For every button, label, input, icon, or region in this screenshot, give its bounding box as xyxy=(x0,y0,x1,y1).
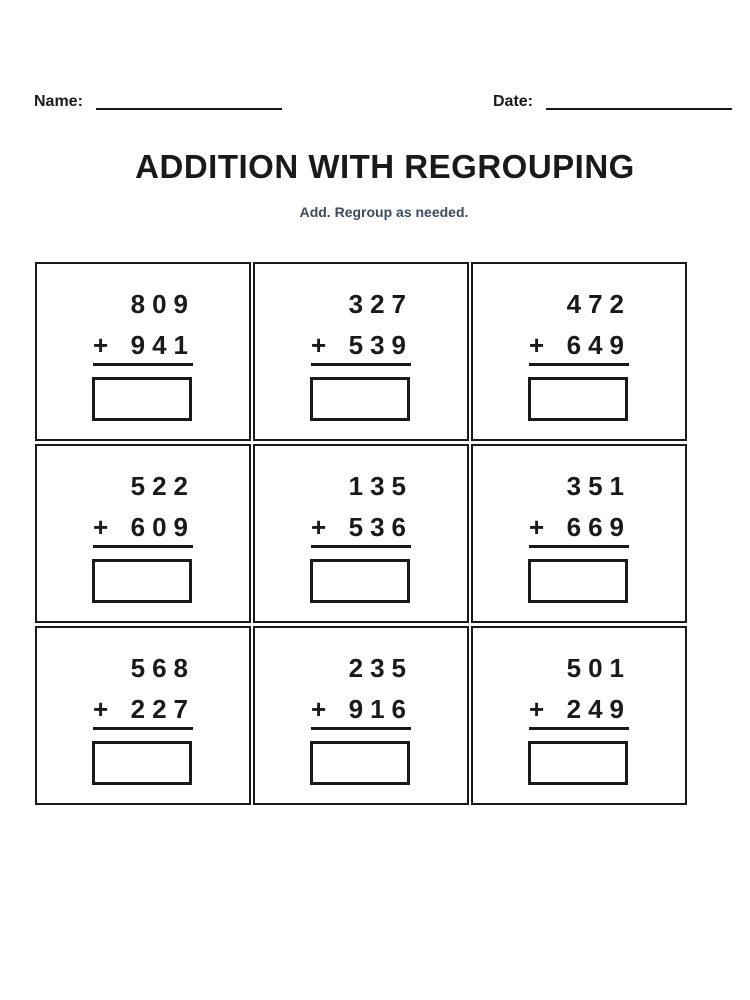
worksheet-title: ADDITION WITH REGROUPING xyxy=(135,148,635,185)
answer-box[interactable] xyxy=(528,377,628,421)
addend-top: 809 xyxy=(130,289,195,319)
date-blank-line[interactable] xyxy=(546,108,733,110)
problem-cell: 135 + 536 xyxy=(253,444,469,623)
answer-box[interactable] xyxy=(92,559,192,603)
plus-sign: + xyxy=(93,512,109,542)
plus-sign: + xyxy=(529,694,545,724)
addend-bottom: 941 xyxy=(130,330,195,360)
plus-sign: + xyxy=(93,330,109,360)
name-label: Name: xyxy=(34,93,83,110)
addend-top: 327 xyxy=(348,289,413,319)
sum-rule xyxy=(529,727,629,730)
addend-bottom: 539 xyxy=(348,330,413,360)
worksheet-instructions: Add. Regroup as needed. xyxy=(299,204,469,220)
answer-box[interactable] xyxy=(310,559,410,603)
problem-grid: 809 + 941 327 + 539 472 + 649 522 + 609 … xyxy=(35,262,687,805)
date-field: Date: xyxy=(493,92,733,112)
answer-box[interactable] xyxy=(92,741,192,785)
addend-bottom: 609 xyxy=(130,512,195,542)
sum-rule xyxy=(93,545,193,548)
addend-bottom: 649 xyxy=(566,330,631,360)
sum-rule xyxy=(529,363,629,366)
plus-sign: + xyxy=(311,512,327,542)
answer-box[interactable] xyxy=(310,741,410,785)
problem-cell: 568 + 227 xyxy=(35,626,251,805)
sum-rule xyxy=(93,363,193,366)
problem-cell: 235 + 916 xyxy=(253,626,469,805)
plus-sign: + xyxy=(529,512,545,542)
addend-top: 472 xyxy=(566,289,631,319)
answer-box[interactable] xyxy=(528,559,628,603)
plus-sign: + xyxy=(311,694,327,724)
addend-top: 568 xyxy=(130,653,195,683)
problem-cell: 327 + 539 xyxy=(253,262,469,441)
sum-rule xyxy=(311,727,411,730)
sum-rule xyxy=(93,727,193,730)
addend-top: 235 xyxy=(348,653,413,683)
sum-rule xyxy=(311,363,411,366)
addend-top: 135 xyxy=(348,471,413,501)
sum-rule xyxy=(529,545,629,548)
addend-bottom: 536 xyxy=(348,512,413,542)
addend-bottom: 227 xyxy=(130,694,195,724)
answer-box[interactable] xyxy=(92,377,192,421)
problem-cell: 809 + 941 xyxy=(35,262,251,441)
plus-sign: + xyxy=(529,330,545,360)
addend-top: 351 xyxy=(566,471,631,501)
addend-bottom: 249 xyxy=(566,694,631,724)
header-fields: Name: Date: xyxy=(34,92,738,116)
answer-box[interactable] xyxy=(310,377,410,421)
addend-bottom: 916 xyxy=(348,694,413,724)
addend-top: 501 xyxy=(566,653,631,683)
answer-box[interactable] xyxy=(528,741,628,785)
addend-top: 522 xyxy=(130,471,195,501)
name-blank-line[interactable] xyxy=(95,108,282,110)
problem-cell: 522 + 609 xyxy=(35,444,251,623)
plus-sign: + xyxy=(93,694,109,724)
plus-sign: + xyxy=(311,330,327,360)
sum-rule xyxy=(311,545,411,548)
problem-cell: 501 + 249 xyxy=(471,626,687,805)
problem-cell: 351 + 669 xyxy=(471,444,687,623)
date-label: Date: xyxy=(493,93,534,110)
addend-bottom: 669 xyxy=(566,512,631,542)
problem-cell: 472 + 649 xyxy=(471,262,687,441)
name-field: Name: xyxy=(34,92,282,112)
